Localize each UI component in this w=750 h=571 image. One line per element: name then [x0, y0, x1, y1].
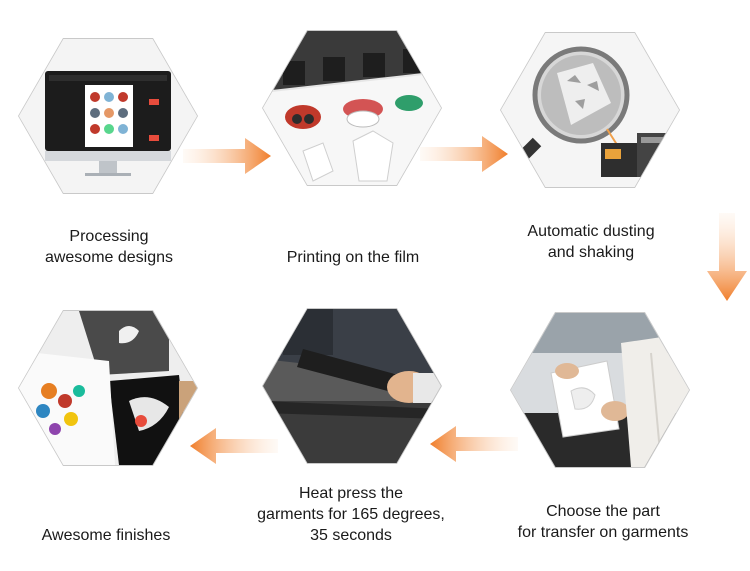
arrow-down-icon: [707, 213, 747, 301]
step-dust-label: Automatic dusting and shaking: [496, 221, 686, 263]
heat-press-image: [263, 309, 441, 463]
step-press-line-3: 35 seconds: [310, 527, 392, 544]
step-print-label: Printing on the film: [255, 247, 451, 268]
powder-shaker-image: [501, 33, 679, 187]
step-choose-line-2: for transfer on garments: [517, 524, 689, 541]
step-choose-image: [510, 312, 690, 468]
transfer-film-hands-image: [511, 313, 689, 467]
step-choose-label: Choose the part for transfer on garments: [498, 501, 708, 543]
computer-monitor-image: [19, 39, 197, 193]
step-dust-image: [500, 32, 680, 188]
film-printer-image: [263, 31, 441, 185]
step-press-label: Heat press the garments for 165 degrees,…: [236, 483, 466, 546]
step-choose-line-1: Choose the part: [546, 503, 660, 520]
step-press-image: [262, 308, 442, 464]
step-finish-line-1: Awesome finishes: [41, 527, 171, 544]
arrow-left-icon: [190, 428, 278, 464]
step-press-line-1: Heat press the: [298, 485, 404, 502]
step-press-line-2: garments for 165 degrees,: [257, 506, 445, 523]
step-finish-label: Awesome finishes: [14, 525, 198, 546]
step-dust-line-1: Automatic dusting: [527, 223, 655, 240]
step-design-line-2: awesome designs: [44, 249, 174, 266]
step-dust-line-2: and shaking: [547, 244, 635, 261]
arrow-left-icon: [430, 426, 518, 462]
arrow-right-icon: [183, 138, 271, 174]
step-finish-image: [18, 310, 198, 466]
step-design-label: Processing awesome designs: [14, 226, 204, 268]
step-print-line-1: Printing on the film: [286, 249, 420, 266]
step-design-image: [18, 38, 198, 194]
step-design-line-1: Processing: [69, 228, 149, 245]
printed-shirts-image: [19, 311, 197, 465]
arrow-right-icon: [420, 136, 508, 172]
step-print-image: [262, 30, 442, 186]
